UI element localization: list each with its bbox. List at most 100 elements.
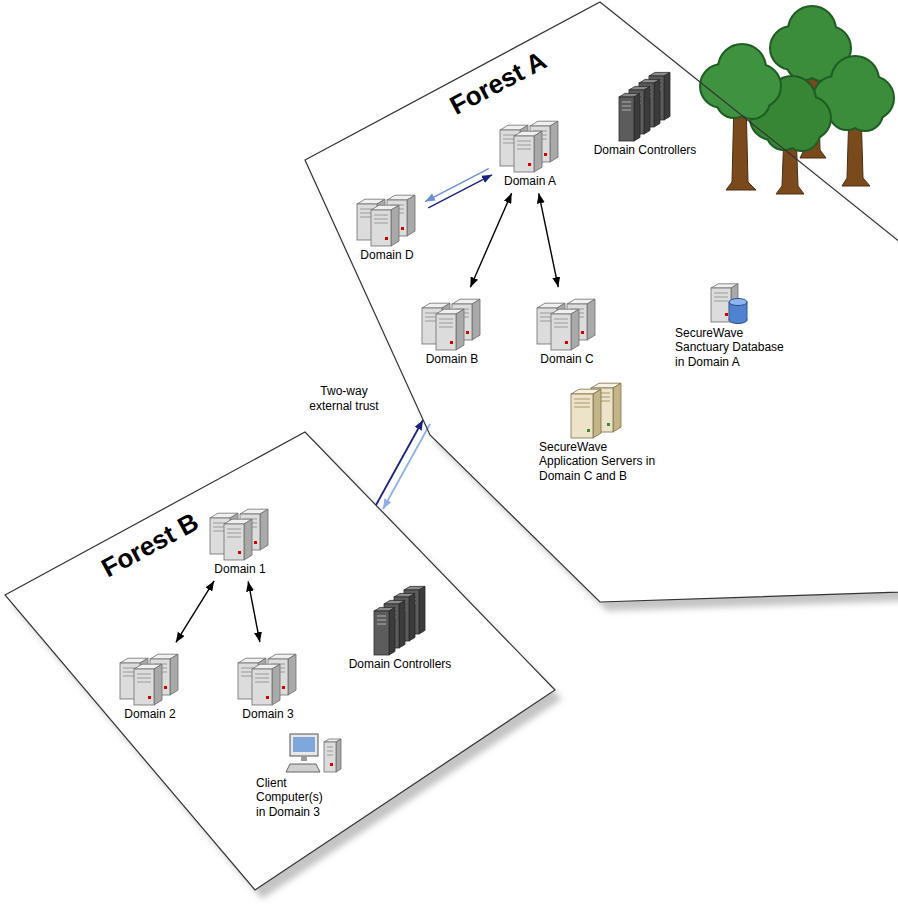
domain-icon-part (534, 131, 542, 172)
node-label: SecureWave Application Servers in Domain… (539, 440, 665, 483)
domain-node: Domain 2 (113, 645, 187, 723)
domain-node: Domain D (350, 186, 424, 264)
rack-icon-part (644, 86, 650, 134)
tree-canopy-outline (701, 45, 780, 118)
app-icon-part (593, 389, 601, 438)
domain-icon-part (255, 678, 269, 679)
rack-icon-part (377, 620, 386, 621)
client-computer: Client Computer(s) in Domain 3 (253, 728, 329, 821)
db-icon-part (730, 308, 747, 320)
domain-node: Domain B (415, 290, 489, 368)
domain-icon-part (238, 654, 296, 705)
domain-icon-part (260, 509, 268, 550)
client-icon-part (324, 742, 336, 772)
domain-icon-part (227, 533, 241, 534)
tree-canopy (701, 45, 780, 118)
forest-ground (305, 2, 898, 602)
app-icon-part (574, 407, 590, 408)
domain-icon-part (120, 654, 178, 705)
domain-icon-part (244, 519, 252, 560)
domain-icon-part (227, 537, 241, 538)
domain-icon-part (288, 654, 296, 695)
forest-ground (5, 432, 555, 890)
domain-icon-part (517, 149, 531, 150)
domain-controllers: Domain Controllers (346, 578, 455, 673)
rack-icon-part (622, 106, 631, 107)
domain-icon-part (210, 509, 268, 560)
node-label: Domain C (533, 352, 601, 366)
domain-icon-part (134, 669, 154, 705)
node-label: Domain A (496, 174, 564, 188)
app-icon-part (571, 394, 593, 438)
client-icon-part (327, 751, 333, 752)
database-server: SecureWave Sanctuary Database in Domain … (672, 276, 794, 371)
node-label: Domain 3 (234, 707, 302, 721)
client-icon-part (293, 737, 315, 752)
domain-icon-part (565, 341, 568, 344)
domain-icon-part (357, 195, 415, 246)
domain-icon-part (385, 237, 388, 240)
app-icon-part (613, 383, 621, 432)
rack-icon-part (619, 72, 670, 141)
forest-region: Forest BDomain 1Domain 2Domain 3Domain C… (5, 432, 555, 890)
trust-arrow (376, 420, 423, 505)
domain-icon-part (227, 529, 241, 530)
domain-icon (496, 114, 564, 174)
rack-icon-part (374, 586, 425, 655)
client-icon-part (336, 739, 341, 772)
db-icon-part (711, 284, 747, 324)
node-label: Domain B (418, 352, 486, 366)
domain-trust-arrow (539, 193, 558, 287)
domain-icon-part (587, 299, 595, 340)
domain-icon-part (422, 299, 480, 350)
client-icon-part (286, 734, 341, 772)
domain-trust-arrow (176, 581, 214, 643)
domain-icon-part (154, 664, 162, 705)
domain-icon-part (450, 341, 453, 344)
edge-label: Two-way external trust (298, 384, 390, 414)
app-icon-part (574, 403, 590, 404)
domain-icon (116, 647, 184, 707)
rack-icon-part (634, 93, 640, 141)
rack-icon-part (622, 110, 631, 111)
rack-icon-part (399, 600, 405, 648)
domain-icon-part (456, 309, 464, 350)
domain-icon-part (272, 664, 280, 705)
rack-icon-part (377, 624, 386, 625)
domain-icon-part (407, 195, 415, 236)
domain-node: Domain C (530, 290, 604, 368)
app-icon (561, 378, 627, 440)
domain-icon-part (571, 309, 579, 350)
client-icon-part (327, 747, 333, 748)
domain-icon-part (554, 323, 568, 324)
rack-icon-part (409, 593, 415, 641)
domain-icon-part (164, 686, 167, 689)
domain-controllers: Domain Controllers (591, 64, 700, 159)
domain-icon-part (581, 331, 584, 334)
domain-icon-part (466, 331, 469, 334)
domain-icon-part (537, 299, 595, 350)
domain-icon-part (517, 145, 531, 146)
domain-icon-part (550, 121, 558, 162)
domain-icon-part (137, 674, 151, 675)
domain-icon-part (254, 541, 257, 544)
domain-icon-part (374, 215, 388, 216)
domain-icon-part (255, 674, 269, 675)
rack-icon-part (622, 102, 631, 103)
domain-icon-part (371, 210, 391, 246)
domain-icon-part (554, 319, 568, 320)
app-icon-part (587, 429, 590, 432)
node-label: Domain Controllers (349, 657, 452, 671)
node-label: Domain 2 (116, 707, 184, 721)
domain-trust-arrow (428, 175, 492, 208)
domain-icon-part (266, 696, 269, 699)
domain-icon (418, 292, 486, 352)
domain-icon-part (137, 682, 151, 683)
db-icon-part (714, 297, 728, 298)
domain-icon-part (514, 136, 534, 172)
domain-node: Domain A (493, 112, 567, 190)
domain-icon-part (439, 327, 453, 328)
